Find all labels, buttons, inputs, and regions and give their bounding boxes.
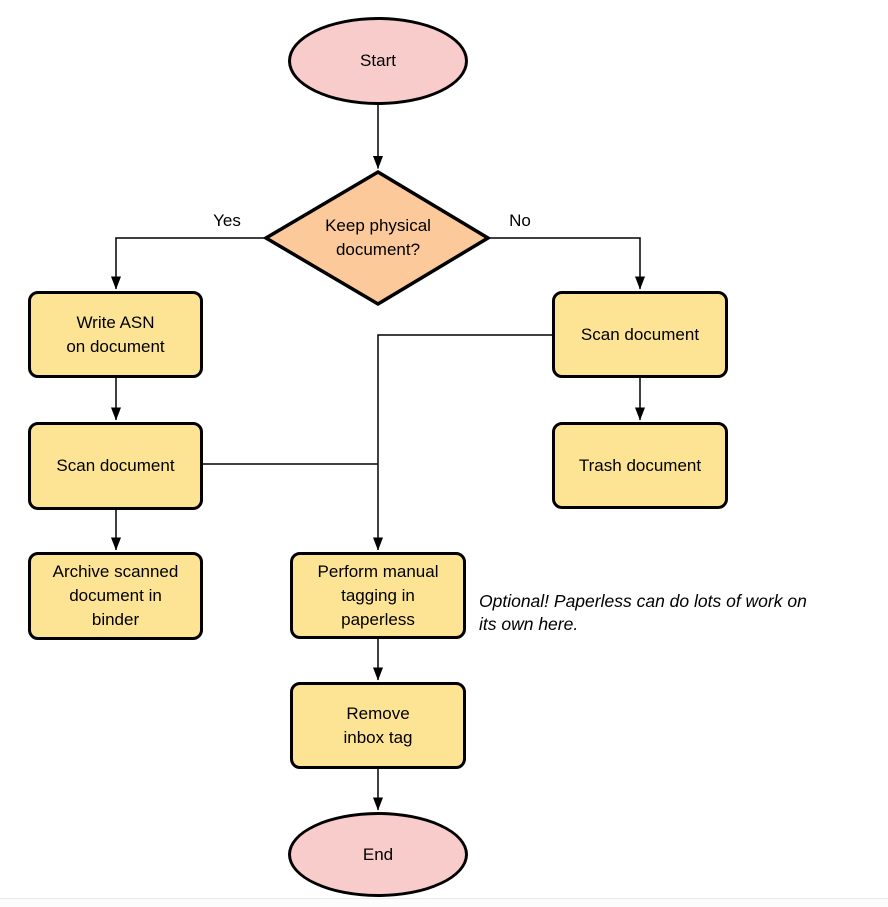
decision-diamond-shape bbox=[262, 169, 492, 307]
edge-label-no: No bbox=[509, 211, 531, 230]
manual-tagging-node: Perform manual tagging in paperless bbox=[290, 552, 466, 639]
edge-scan-right-to-tagging bbox=[373, 334, 552, 551]
end-node: End bbox=[288, 812, 468, 897]
scan-document-no-node: Scan document bbox=[552, 291, 728, 378]
edge-decision-no-to-scan-right bbox=[490, 237, 645, 290]
trash-document-node: Trash document bbox=[552, 422, 728, 509]
decision-node-label: Keep physical document? bbox=[325, 216, 431, 259]
scan-document-yes-node: Scan document bbox=[28, 422, 203, 510]
edge-label-yes: Yes bbox=[213, 211, 241, 230]
optional-note-text: Optional! Paperless can do lots of work … bbox=[479, 591, 807, 634]
start-node: Start bbox=[288, 17, 468, 105]
edge-decision-yes-to-write-asn bbox=[111, 237, 264, 290]
page-bottom-edge bbox=[0, 898, 888, 907]
write-asn-node: Write ASN on document bbox=[28, 291, 203, 378]
archive-document-node: Archive scanned document in binder bbox=[28, 552, 203, 640]
remove-inbox-tag-node: Remove inbox tag bbox=[290, 682, 466, 769]
